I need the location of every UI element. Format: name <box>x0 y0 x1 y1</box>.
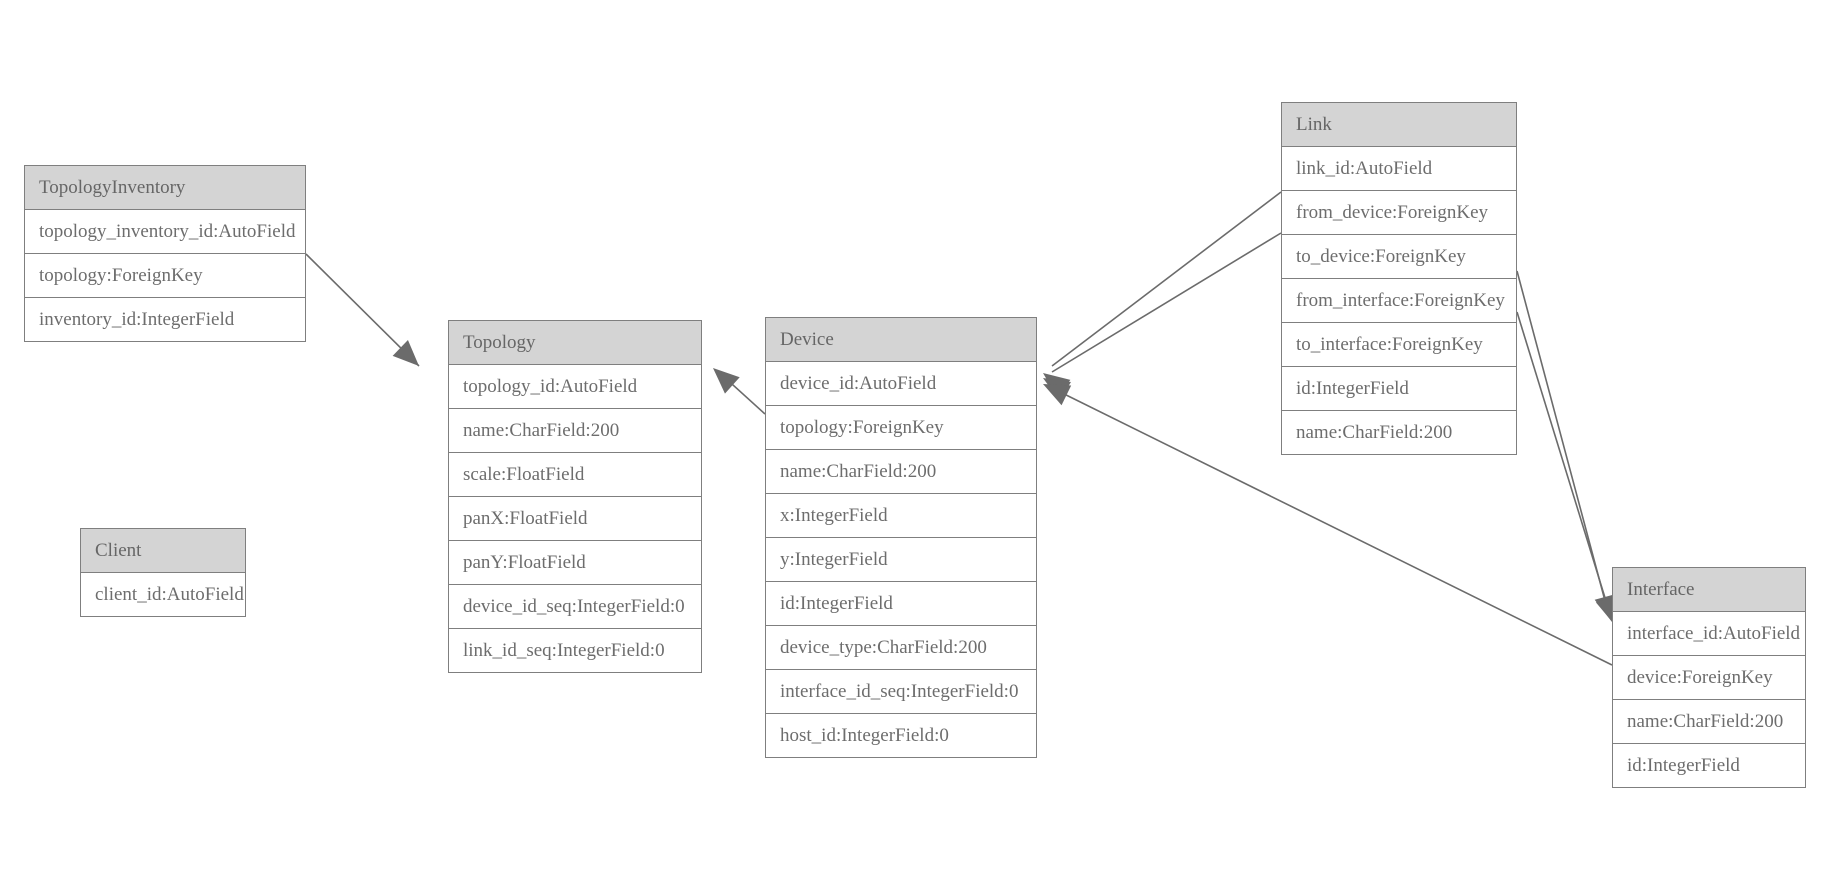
relationship-arrowhead-interface-device <box>1043 384 1072 406</box>
entity-field-row: name:CharField:200 <box>1282 411 1516 454</box>
entity-title-client: Client <box>81 529 245 573</box>
entity-field-row: id:IntegerField <box>1282 367 1516 411</box>
entity-field-row: panX:FloatField <box>449 497 701 541</box>
entity-field-row: name:CharField:200 <box>1613 700 1805 744</box>
entity-field-row: scale:FloatField <box>449 453 701 497</box>
entity-field-row: id:IntegerField <box>1613 744 1805 787</box>
entity-field-row: y:IntegerField <box>766 538 1036 582</box>
entity-field-row: device:ForeignKey <box>1613 656 1805 700</box>
entity-field-row: device_id_seq:IntegerField:0 <box>449 585 701 629</box>
relationship-line-device-topology <box>721 374 766 415</box>
entity-field-row: interface_id:AutoField <box>1613 612 1805 656</box>
entity-field-row: inventory_id:IntegerField <box>25 298 305 341</box>
entity-title-topology_inventory: TopologyInventory <box>25 166 305 210</box>
entity-field-row: panY:FloatField <box>449 541 701 585</box>
entity-field-row: from_interface:ForeignKey <box>1282 279 1516 323</box>
entity-field-row: to_interface:ForeignKey <box>1282 323 1516 367</box>
relationship-line-link-to-device <box>1051 232 1282 373</box>
entity-field-row: interface_id_seq:IntegerField:0 <box>766 670 1036 714</box>
entity-field-row: topology_inventory_id:AutoField <box>25 210 305 254</box>
entity-field-row: device_id:AutoField <box>766 362 1036 406</box>
relationship-arrowhead-link-to-device <box>1043 378 1071 401</box>
entity-field-row: topology:ForeignKey <box>766 406 1036 450</box>
entity-title-device: Device <box>766 318 1036 362</box>
entity-field-row: x:IntegerField <box>766 494 1036 538</box>
entity-field-row: id:IntegerField <box>766 582 1036 626</box>
relationship-line-link-from-device <box>1051 191 1282 367</box>
entity-field-row: link_id:AutoField <box>1282 147 1516 191</box>
entity-title-link: Link <box>1282 103 1516 147</box>
entity-field-row: name:CharField:200 <box>449 409 701 453</box>
entity-field-row: host_id:IntegerField:0 <box>766 714 1036 757</box>
entity-field-row: client_id:AutoField <box>81 573 245 616</box>
relationship-line-topologyinventory-topology <box>305 253 420 367</box>
relationship-arrowhead-link-from-device <box>1043 373 1071 398</box>
entity-field-row: to_device:ForeignKey <box>1282 235 1516 279</box>
relationship-line-link-from-interface <box>1516 270 1609 613</box>
entity-title-topology: Topology <box>449 321 701 365</box>
entity-field-row: topology_id:AutoField <box>449 365 701 409</box>
entity-field-row: name:CharField:200 <box>766 450 1036 494</box>
relationship-line-link-to-interface <box>1516 311 1611 615</box>
entity-field-row: from_device:ForeignKey <box>1282 191 1516 235</box>
entity-title-interface: Interface <box>1613 568 1805 612</box>
relationship-arrowhead-topologyinventory-topology <box>392 340 419 366</box>
entity-field-row: link_id_seq:IntegerField:0 <box>449 629 701 672</box>
relationship-arrowhead-device-topology <box>713 368 740 394</box>
entity-field-row: topology:ForeignKey <box>25 254 305 298</box>
entity-field-row: device_type:CharField:200 <box>766 626 1036 670</box>
